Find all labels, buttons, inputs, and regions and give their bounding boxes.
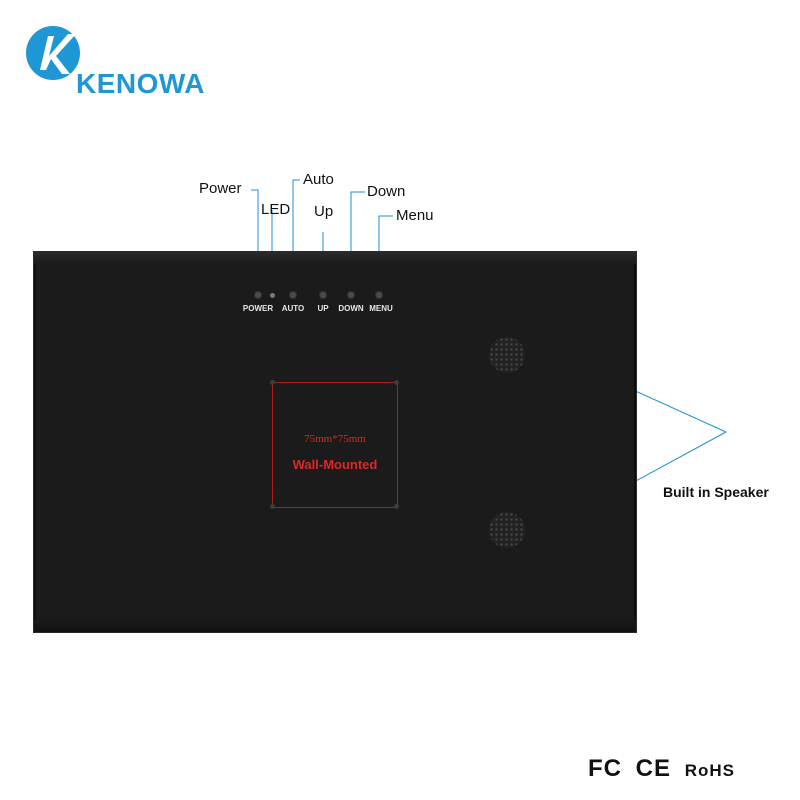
speaker-grille-top: [489, 337, 525, 373]
auto-button[interactable]: [290, 292, 296, 298]
vesa-title-label: Wall-Mounted: [292, 457, 378, 472]
speaker-label: Built in Speaker: [663, 484, 769, 500]
mount-hole: [394, 380, 399, 385]
power-button[interactable]: [255, 292, 261, 298]
callout-auto: Auto: [303, 171, 334, 188]
callout-led: LED: [261, 201, 291, 218]
vesa-mount-area: 75mm*75mm Wall-Mounted: [270, 380, 399, 509]
mount-hole: [394, 504, 399, 509]
vesa-size-label: 75mm*75mm: [304, 433, 366, 445]
down-button[interactable]: [348, 292, 354, 298]
up-button-label: UP: [317, 304, 329, 313]
rohs-mark: RoHS: [684, 761, 735, 780]
panel-bottom-edge: [34, 620, 636, 632]
kenowa-logo-icon: [26, 26, 80, 80]
callout-menu: Menu: [396, 207, 434, 224]
fc-mark: FC: [588, 755, 622, 782]
panel-top-edge: [34, 252, 636, 264]
callout-up: Up: [314, 203, 334, 220]
callout-power: Power: [199, 180, 242, 197]
ce-mark: CE: [635, 755, 672, 782]
certification-marks: FC CE RoHS: [588, 755, 735, 783]
power-button-label: POWER: [242, 304, 274, 313]
led-indicator: [270, 293, 275, 298]
auto-button-label: AUTO: [281, 304, 305, 313]
menu-button[interactable]: [376, 292, 382, 298]
brand-name: KENOWA: [76, 68, 205, 99]
down-button-label: DOWN: [338, 304, 364, 313]
mount-hole: [270, 504, 275, 509]
brand-logo: KENOWA: [18, 18, 248, 99]
mount-hole: [270, 380, 275, 385]
speaker-grille-bottom: [489, 512, 525, 548]
up-button[interactable]: [320, 292, 326, 298]
menu-button-label: MENU: [369, 304, 393, 313]
callout-down: Down: [367, 183, 406, 200]
monitor-back-panel: [34, 252, 636, 632]
